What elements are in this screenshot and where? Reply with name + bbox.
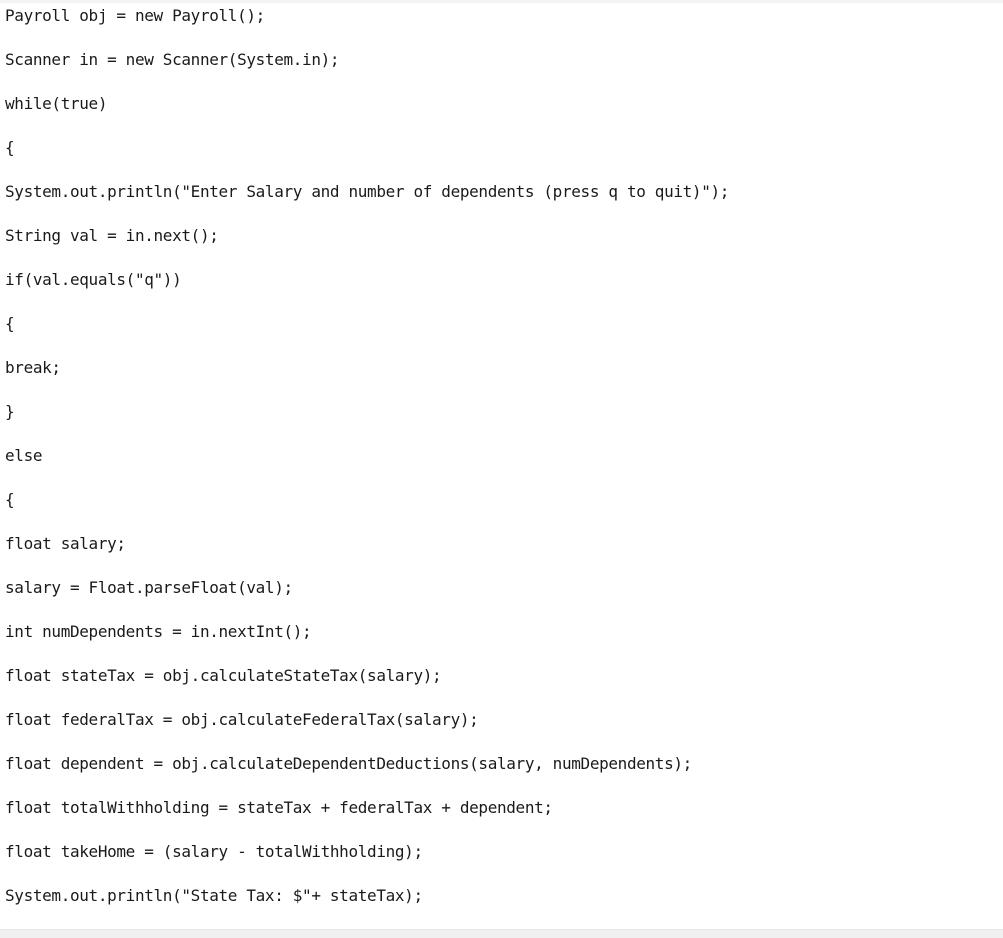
code-line: System.out.println("Enter Salary and num… <box>5 182 730 201</box>
horizontal-scrollbar[interactable] <box>0 929 1003 938</box>
code-line: Payroll obj = new Payroll(); <box>5 6 265 25</box>
code-line: break; <box>5 358 61 377</box>
code-line: } <box>5 402 15 421</box>
code-block[interactable]: Payroll obj = new Payroll(); Scanner in … <box>5 5 995 929</box>
code-line: Scanner in = new Scanner(System.in); <box>5 50 340 69</box>
code-line: while(true) <box>5 94 108 113</box>
code-line: String val = in.next(); <box>5 226 219 245</box>
code-line: int numDependents = in.nextInt(); <box>5 622 312 641</box>
code-line: float stateTax = obj.calculateStateTax(s… <box>5 666 442 685</box>
code-line: { <box>5 314 15 333</box>
code-line: float salary; <box>5 534 126 553</box>
top-divider <box>0 0 1003 3</box>
code-line: float totalWithholding = stateTax + fede… <box>5 798 553 817</box>
code-line: else <box>5 446 43 465</box>
code-line: salary = Float.parseFloat(val); <box>5 578 293 597</box>
code-line: if(val.equals("q")) <box>5 270 182 289</box>
code-line: System.out.println("State Tax: $"+ state… <box>5 886 423 905</box>
code-line: { <box>5 490 15 509</box>
code-line: { <box>5 138 15 157</box>
code-line: float takeHome = (salary - totalWithhold… <box>5 842 423 861</box>
code-line: float dependent = obj.calculateDependent… <box>5 754 692 773</box>
code-line: float federalTax = obj.calculateFederalT… <box>5 710 479 729</box>
